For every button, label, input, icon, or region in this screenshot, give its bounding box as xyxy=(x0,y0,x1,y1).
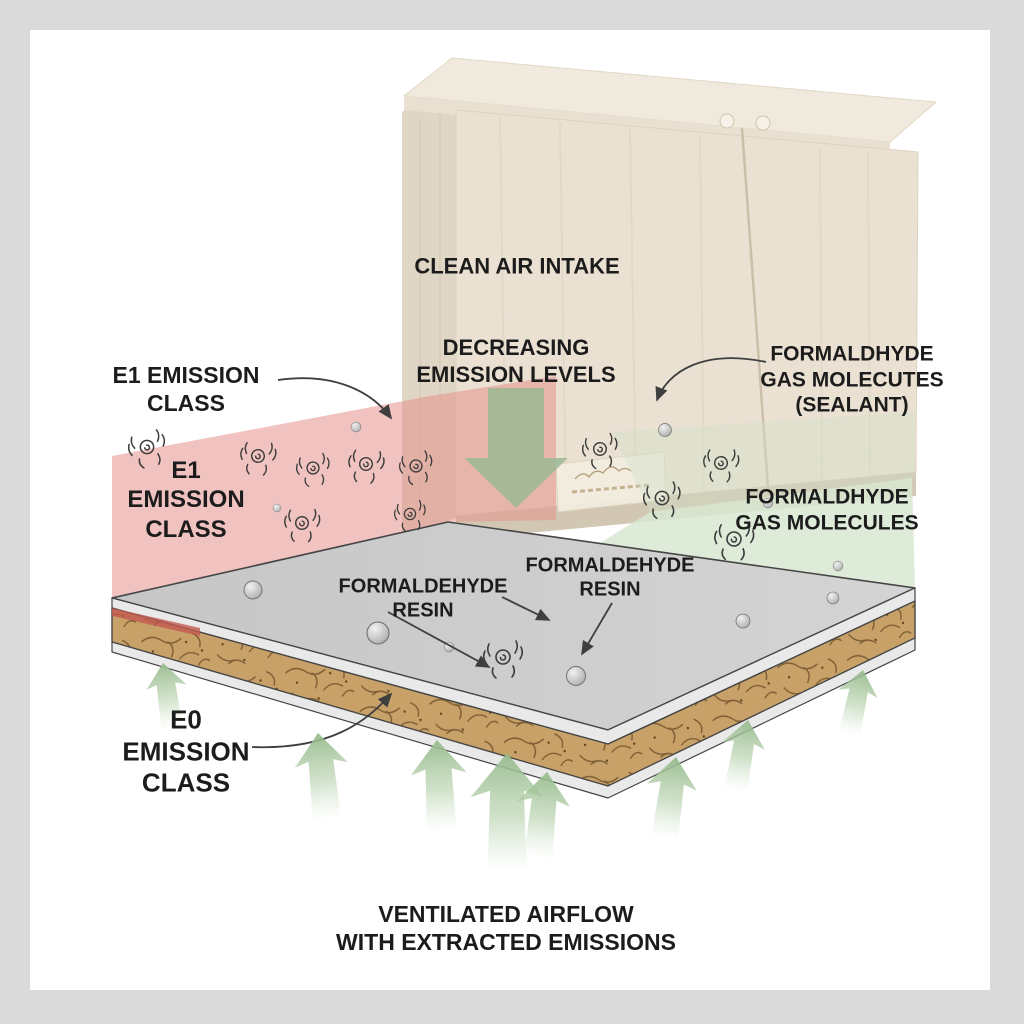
label-line: E1 xyxy=(171,457,201,485)
label-line: E1 EMISSION xyxy=(112,361,260,388)
gas-particle-sphere-icon xyxy=(826,591,840,605)
sealed-side-green-band xyxy=(600,478,915,588)
label-formaldehyde-gas-molecules-sealant: FORMALDHYDE GAS MOLECUTES (SEALANT) xyxy=(760,342,943,419)
callout-arrows xyxy=(251,357,767,749)
label-line: WITH EXTRACTED EMISSIONS xyxy=(336,929,676,955)
gas-particle-sphere-icon xyxy=(735,613,751,629)
label-clean-air-intake: CLEAN AIR INTAKE xyxy=(414,254,619,281)
label-line: CLASS xyxy=(145,515,227,543)
gas-particle-sphere-icon xyxy=(272,503,282,513)
label-line: FORMALDEHYDE xyxy=(338,575,508,598)
label-line: GAS MOLECUTES xyxy=(760,368,944,392)
label-formaldehyde-resin-right: FORMALDEHYDE RESIN xyxy=(526,554,695,603)
cabinet-door-gap xyxy=(740,127,770,489)
callout-arrow-icon xyxy=(251,692,393,749)
door-knob-left-icon xyxy=(719,113,735,129)
callout-arrow-icon xyxy=(277,377,393,420)
label-line: EMISSION LEVELS xyxy=(416,362,616,387)
label-formaldehyde-resin-left: FORMALDEHYDE RESIN xyxy=(339,575,508,624)
label-decreasing-emission-levels: DECREASING EMISSION LEVELS xyxy=(416,335,615,389)
door-knob-right-icon xyxy=(755,115,771,131)
label-line: DECREASING xyxy=(442,335,590,361)
callout-arrow-icon xyxy=(501,596,551,621)
label-line: FORMALDEHYDE xyxy=(525,554,695,577)
label-line: VENTILATED AIRFLOW xyxy=(378,900,634,927)
label-formaldehyde-gas-molecules: FORMALDHYDE GAS MOLECULES xyxy=(735,484,918,535)
label-e1-emission-class-band: E1 EMISSION CLASS xyxy=(127,456,244,544)
e1-emission-pink-band xyxy=(112,376,556,598)
label-line: FORMALDHYDE xyxy=(770,342,934,366)
callout-arrow-icon xyxy=(581,602,613,656)
gas-particle-sphere-icon xyxy=(243,580,263,600)
mountain-logo-plate-icon xyxy=(555,451,667,513)
label-line: CLASS xyxy=(147,390,225,416)
gas-particle-sphere-icon xyxy=(566,666,586,686)
gas-particle-sphere-icon xyxy=(658,423,672,437)
label-line: RESIN xyxy=(392,600,454,622)
label-line: FORMALDHYDE xyxy=(745,485,909,509)
callout-arrow-icon xyxy=(655,357,767,402)
label-line: CLASS xyxy=(141,767,231,798)
label-e0-emission-class: E0 EMISSION CLASS xyxy=(122,704,249,799)
clean-air-down-arrow-icon xyxy=(464,388,568,508)
label-line: GAS MOLECULES xyxy=(735,511,919,534)
label-line: EMISSION xyxy=(127,486,245,514)
board-red-edge-strip xyxy=(112,608,200,636)
cabinet-base xyxy=(456,472,916,540)
label-line: CLEAN AIR INTAKE xyxy=(414,253,620,279)
label-line: RESIN xyxy=(579,579,641,601)
gas-particle-sphere-icon xyxy=(832,560,844,572)
particleboard-cross-section xyxy=(111,521,916,799)
label-ventilated-airflow: VENTILATED AIRFLOW WITH EXTRACTED EMISSI… xyxy=(336,900,676,956)
label-line: E0 xyxy=(170,704,202,735)
sealant-green-film xyxy=(612,412,915,512)
gas-particle-sphere-icon xyxy=(366,621,390,645)
callout-arrow-icon xyxy=(387,611,491,668)
gas-particle-sphere-icon xyxy=(350,421,362,433)
label-e1-emission-class-callout: E1 EMISSION CLASS xyxy=(113,361,260,417)
label-line: EMISSION xyxy=(122,736,250,767)
label-line: (SEALANT) xyxy=(795,393,909,417)
